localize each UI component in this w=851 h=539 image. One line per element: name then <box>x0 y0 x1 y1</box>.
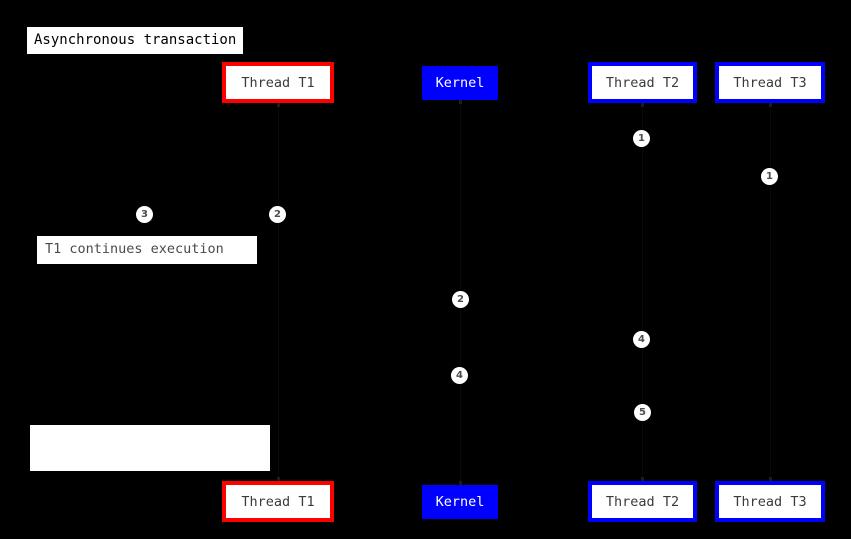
step-marker-5: 5 <box>634 404 651 421</box>
participant-label: Thread T2 <box>605 74 680 91</box>
step-marker-2: 2 <box>269 206 286 223</box>
lifeline-tick <box>641 477 644 481</box>
lifeline-tick <box>277 103 280 107</box>
participant-label: Kernel <box>435 494 485 510</box>
step-marker-1: 1 <box>633 130 650 147</box>
participant-thread-t3-top[interactable]: Thread T3 <box>715 62 825 103</box>
lifeline <box>278 103 279 481</box>
lifeline-tick <box>459 481 462 485</box>
note-box: T1 continues execution <box>37 236 257 264</box>
participant-thread-t1-bottom[interactable]: Thread T1 <box>222 481 334 522</box>
lifeline <box>770 103 771 481</box>
step-marker-1: 1 <box>761 168 778 185</box>
participant-thread-t2-top[interactable]: Thread T2 <box>588 62 697 103</box>
note-box-empty <box>30 425 270 471</box>
lifeline-tick <box>769 103 772 107</box>
lifeline-tick <box>641 103 644 107</box>
step-marker-4: 4 <box>633 331 650 348</box>
participant-label: Kernel <box>435 75 485 91</box>
step-marker-4: 4 <box>451 367 468 384</box>
participant-kernel-top[interactable]: Kernel <box>422 66 498 100</box>
lifeline-tick <box>277 477 280 481</box>
lifeline-tick <box>459 100 462 104</box>
participant-thread-t2-bottom[interactable]: Thread T2 <box>588 481 697 522</box>
participant-label: Thread T2 <box>605 493 680 510</box>
participant-thread-t3-bottom[interactable]: Thread T3 <box>715 481 825 522</box>
participant-thread-t1-top[interactable]: Thread T1 <box>222 62 334 103</box>
step-marker-2: 2 <box>452 291 469 308</box>
diagram-title: Asynchronous transaction <box>27 27 244 54</box>
participant-label: Thread T1 <box>241 74 315 91</box>
participant-label: Thread T1 <box>241 493 315 510</box>
participant-label: Thread T3 <box>733 74 807 91</box>
participant-kernel-bottom[interactable]: Kernel <box>422 485 498 519</box>
participant-label: Thread T3 <box>733 493 807 510</box>
step-marker-3: 3 <box>136 206 153 223</box>
lifeline-tick <box>769 477 772 481</box>
note-label: T1 continues execution <box>45 241 224 258</box>
lifeline <box>642 103 643 481</box>
